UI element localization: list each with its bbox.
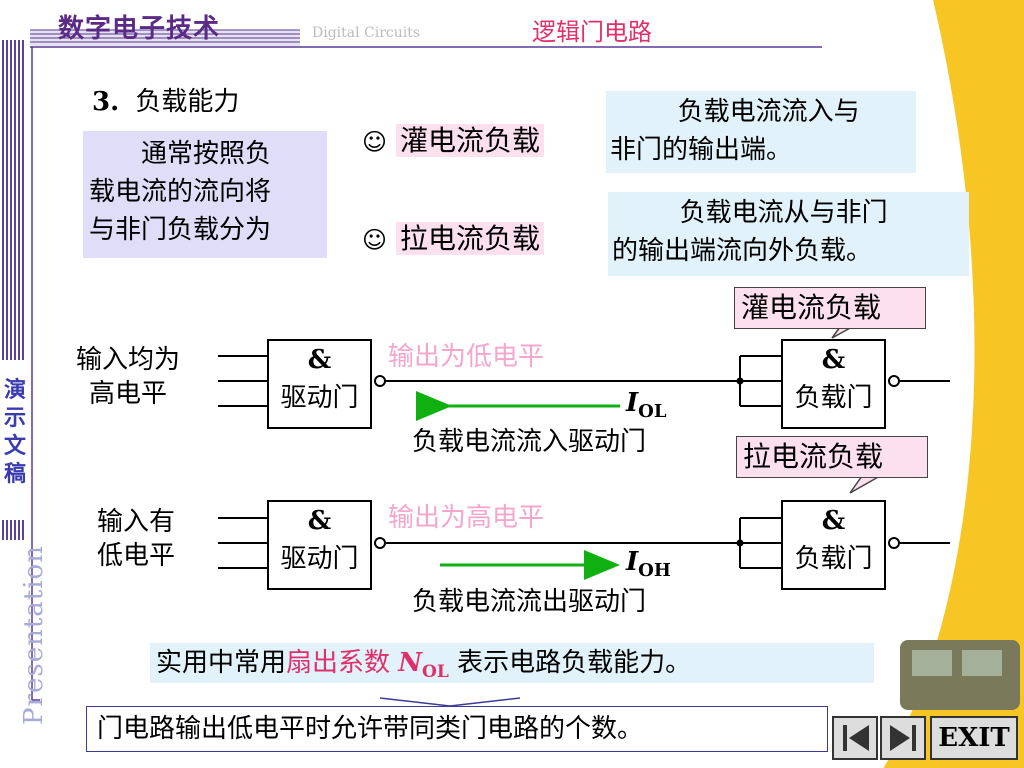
callout-source: 拉电流负载 xyxy=(736,436,928,478)
fanout-note: 门电路输出低电平时允许带同类门电路的个数。 xyxy=(86,706,828,752)
top-caption: 负载电流流入驱动门 xyxy=(412,427,647,457)
top-load-gate: & 负载门 xyxy=(781,339,886,429)
chapter-title: 逻辑门电路 xyxy=(532,18,652,46)
section-heading: 3. 负载能力 xyxy=(92,85,239,119)
load-type-source: ☺ 拉电流负载 xyxy=(362,219,544,260)
bottom-input-label: 输入有 低电平 xyxy=(97,507,176,571)
next-button[interactable] xyxy=(880,716,926,760)
course-subtitle: Digital Circuits xyxy=(312,25,421,41)
current-label-oh: IOH xyxy=(626,547,671,582)
top-driver-gate: & 驱动门 xyxy=(267,339,372,429)
intro-line-2: 载电流的流向将 xyxy=(89,177,272,207)
load-type-source-label: 拉电流负载 xyxy=(395,222,544,255)
exit-button[interactable]: EXIT xyxy=(930,716,1018,760)
smiley-icon: ☺ xyxy=(362,226,388,254)
load-type-sink: ☺ 灌电流负载 xyxy=(362,121,544,162)
load-type-sink-label: 灌电流负载 xyxy=(395,124,544,157)
prev-button[interactable] xyxy=(832,716,878,760)
current-label-ol: IOL xyxy=(626,388,667,423)
intro-line-3: 与非门负载分为 xyxy=(89,215,272,245)
side-vertical-label: 演 示 文 稿 xyxy=(4,377,27,487)
fanout-highlight: 扇出系数 xyxy=(286,648,399,678)
section-title: 负载能力 xyxy=(135,87,240,117)
bottom-load-gate: & 负载门 xyxy=(781,500,886,590)
bottom-caption: 负载电流流出驱动门 xyxy=(412,587,647,617)
top-input-label: 输入均为 高电平 xyxy=(76,345,181,409)
intro-box: 通常按照负 载电流的流向将 与非门负载分为 xyxy=(83,131,327,258)
callout-sink: 灌电流负载 xyxy=(734,287,926,329)
bottom-output-state: 输出为高电平 xyxy=(388,503,545,533)
next-icon xyxy=(890,725,916,751)
source-description: 负载电流从与非门 的输出端流向外负载。 xyxy=(608,192,969,276)
smiley-icon: ☺ xyxy=(362,128,388,156)
bottom-driver-gate: & 驱动门 xyxy=(267,500,372,590)
sink-description: 负载电流流入与 非门的输出端。 xyxy=(606,91,916,173)
intro-line-1: 通常按照负 xyxy=(141,139,272,169)
course-title: 数字电子技术 xyxy=(58,14,221,44)
fanout-statement: 实用中常用扇出系数 NOL 表示电路负载能力。 xyxy=(150,643,874,683)
section-number: 3. xyxy=(92,87,120,117)
top-output-state: 输出为低电平 xyxy=(388,342,545,372)
prev-icon xyxy=(843,725,869,751)
